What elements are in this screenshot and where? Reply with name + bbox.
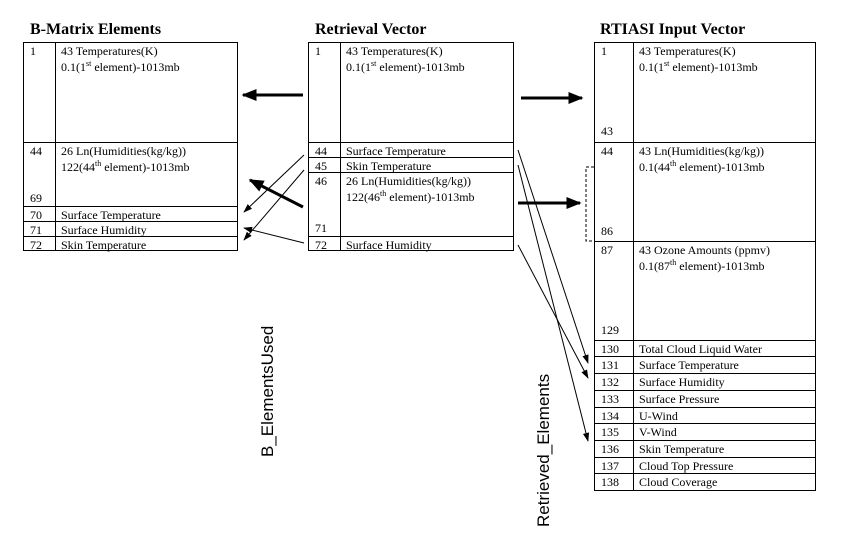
rtiasi-heading: RTIASI Input Vector: [600, 21, 746, 38]
arrow-retrieval-to-bmatrix-humidities: [248, 178, 304, 209]
retrieval-cell-label: Surface Temperature: [346, 144, 446, 158]
rtiasi-cell-label: U-Wind: [639, 409, 678, 423]
rtiasi-index: 137: [601, 459, 619, 473]
retrieval-cell-label: 43 Temperatures(K): [346, 44, 443, 58]
rtiasi-index: 130: [601, 342, 619, 356]
arrow-skin-temp-to-bmatrix: [243, 169, 305, 241]
rtiasi-cell-label: 43 Ln(Humidities(kg/kg)): [639, 144, 764, 158]
rtiasi-cell-label: V-Wind: [639, 425, 677, 439]
bmatrix-heading: B-Matrix Elements: [30, 21, 162, 38]
rtiasi-index: 129: [601, 323, 619, 337]
humidity-range-bracket: [585, 166, 594, 242]
rtiasi-index: 44: [601, 144, 613, 158]
rtiasi-cell-label: 43 Ozone Amounts (ppmv): [639, 243, 770, 257]
bmatrix-index: 71: [30, 223, 42, 237]
retrieval-cell-label: Skin Temperature: [346, 159, 432, 173]
arrow-skin-temp-to-rtiasi: [517, 164, 590, 442]
rtiasi-cell-label: 43 Temperatures(K): [639, 44, 736, 58]
bmatrix-index: 70: [30, 208, 42, 222]
rtiasi-cell-label: Surface Temperature: [639, 358, 739, 372]
b-elements-used-label: B_ElementsUsed: [258, 325, 277, 457]
bmatrix-cell-label: Skin Temperature: [61, 238, 147, 252]
rtiasi-index: 86: [601, 224, 613, 238]
retrieval-index: 46: [315, 174, 327, 188]
rtiasi-cell-label: Cloud Coverage: [639, 475, 718, 489]
retrieval-table: 1 43 Temperatures(K) 0.1(1st element)-10…: [308, 42, 514, 252]
bmatrix-cell-range: 0.1(1st element)-1013mb: [61, 59, 180, 75]
retrieval-cell-label: Surface Humidity: [346, 238, 432, 252]
rtiasi-cell-label: Surface Pressure: [639, 392, 720, 406]
rtiasi-cell-label: Cloud Top Pressure: [639, 459, 734, 473]
bmatrix-cell-label: 26 Ln(Humidities(kg/kg)): [61, 144, 186, 158]
bmatrix-index: 69: [30, 191, 42, 205]
rtiasi-index: 132: [601, 375, 619, 389]
retrieval-index: 1: [315, 44, 321, 58]
bmatrix-table: 1 43 Temperatures(K) 0.1(1st element)-10…: [23, 42, 238, 252]
retrieval-heading: Retrieval Vector: [315, 21, 427, 38]
rtiasi-index: 135: [601, 425, 619, 439]
bmatrix-cell-label: 43 Temperatures(K): [61, 44, 158, 58]
rtiasi-table: 1 43 Temperatures(K) 0.1(1st element)-10…: [594, 42, 816, 491]
rtiasi-index: 131: [601, 358, 619, 372]
bmatrix-cell-range: 122(44th element)-1013mb: [61, 159, 190, 175]
rtiasi-cell-range: 0.1(1st element)-1013mb: [639, 59, 758, 75]
arrow-surf-humidity-to-rtiasi: [517, 244, 589, 379]
rtiasi-cell-label: Skin Temperature: [639, 442, 725, 456]
retrieval-index: 72: [315, 238, 327, 252]
bmatrix-cell-label: Surface Humidity: [61, 223, 147, 237]
retrieval-cell-label: 26 Ln(Humidities(kg/kg)): [346, 174, 471, 188]
arrow-surf-temp-to-bmatrix: [243, 154, 305, 213]
bmatrix-index: 1: [30, 44, 36, 58]
rtiasi-index: 134: [601, 409, 619, 423]
retrieval-index: 45: [315, 159, 327, 173]
bmatrix-index: 44: [30, 144, 42, 158]
bmatrix-cell-label: Surface Temperature: [61, 208, 161, 222]
rtiasi-cell-label: Surface Humidity: [639, 375, 725, 389]
retrieved-elements-label: Retrieved_Elements: [534, 373, 553, 527]
rtiasi-index: 138: [601, 475, 619, 489]
bmatrix-index: 72: [30, 238, 42, 252]
rtiasi-index: 43: [601, 124, 613, 138]
arrow-surf-temp-to-rtiasi: [517, 149, 589, 364]
rtiasi-cell-range: 0.1(87th element)-1013mb: [639, 258, 765, 274]
rtiasi-index: 1: [601, 44, 607, 58]
rtiasi-index: 133: [601, 392, 619, 406]
retrieval-cell-range: 122(46th element)-1013mb: [346, 189, 475, 205]
rtiasi-cell-range: 0.1(44th element)-1013mb: [639, 159, 765, 175]
retrieval-index: 44: [315, 144, 327, 158]
rtiasi-index: 136: [601, 442, 619, 456]
arrow-surf-humidity-to-bmatrix: [243, 226, 305, 244]
retrieval-cell-range: 0.1(1st element)-1013mb: [346, 59, 465, 75]
rtiasi-cell-label: Total Cloud Liquid Water: [639, 342, 762, 356]
retrieval-index: 71: [315, 221, 327, 235]
rtiasi-index: 87: [601, 243, 613, 257]
